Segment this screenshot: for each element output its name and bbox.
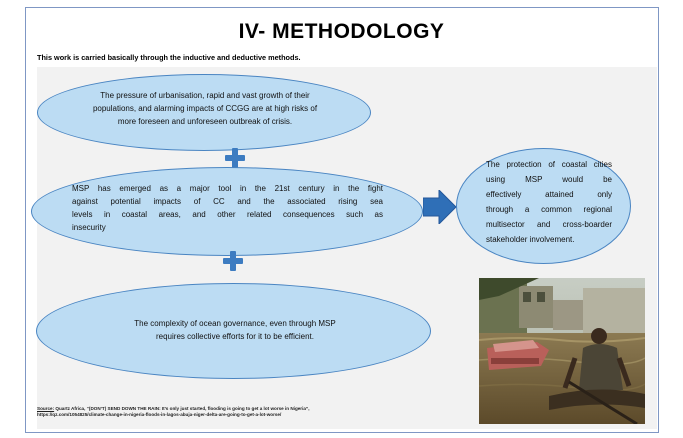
complexity-text: The complexity of ocean governance, even… — [80, 317, 390, 343]
protection-ellipse — [456, 148, 631, 264]
source-text: Quartz Africa, “(DON’T) SEND DOWN THE RA… — [55, 406, 310, 411]
pressure-ellipse — [37, 74, 371, 151]
flood-photo — [479, 278, 645, 424]
pressure-line: more foreseen and unforeseen outbreak of… — [117, 117, 293, 126]
complexity-line: requires collective efforts for it to be… — [155, 332, 314, 341]
plus-icon — [223, 251, 243, 271]
protection-line: effectively attained only — [486, 190, 612, 199]
source-citation: Source: Quartz Africa, “(DON’T) SEND DOW… — [37, 406, 467, 418]
pressure-line: The pressure of urbanisation, rapid and … — [100, 91, 310, 100]
source-url[interactable]: https://qz.com/1054825/climate-change-in… — [37, 412, 282, 417]
pressure-line: populations, and alarming impacts of CCG… — [92, 104, 318, 113]
slide-title: IV- METHODOLOGY — [238, 20, 445, 43]
source-label: Source: — [37, 406, 55, 411]
complexity-ellipse — [36, 283, 431, 379]
msp-text: MSP has emerged as a major tool in the 2… — [72, 182, 383, 234]
msp-line: insecurity — [72, 223, 106, 232]
complexity-line: The complexity of ocean governance, even… — [134, 319, 336, 328]
right-arrow-icon — [423, 190, 457, 224]
msp-line: MSP has emerged as a major tool in the 2… — [72, 184, 383, 193]
slide-subtitle: This work is carried basically through t… — [37, 53, 301, 62]
protection-line: stakeholder involvement. — [486, 235, 575, 244]
pressure-text: The pressure of urbanisation, rapid and … — [60, 89, 350, 128]
msp-line: levels in coastal areas, and other relat… — [72, 210, 383, 219]
plus-icon — [225, 148, 245, 168]
protection-line: The protection of coastal cities — [486, 160, 612, 169]
msp-ellipse — [31, 167, 423, 256]
msp-line: against potential impacts of CC and the … — [72, 197, 383, 206]
protection-line: through a common regional — [486, 205, 612, 214]
protection-text: The protection of coastal cities using M… — [486, 157, 612, 247]
protection-line: multisector and cross-boarder — [486, 220, 612, 229]
protection-line: using MSP would be — [486, 175, 612, 184]
